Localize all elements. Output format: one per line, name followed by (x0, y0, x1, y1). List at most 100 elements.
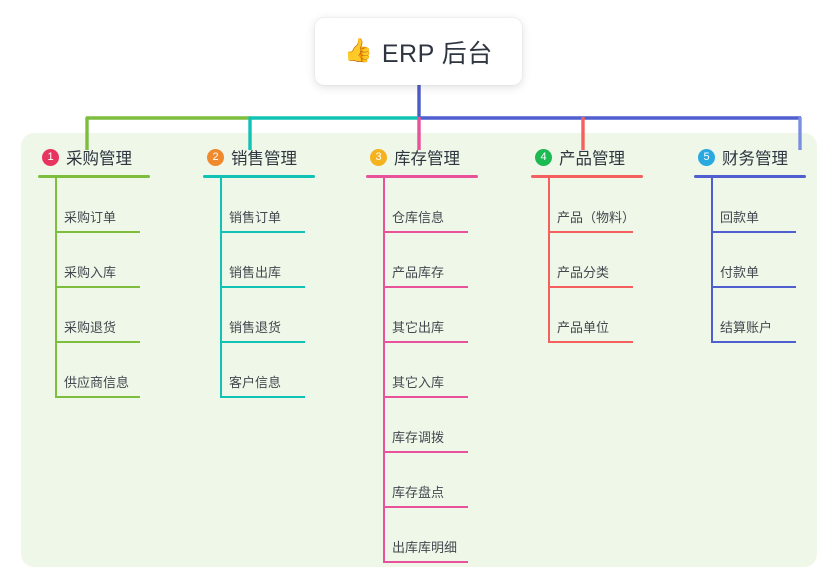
branch-item[interactable]: 产品单位 (531, 288, 643, 343)
branch-item-label: 销售出库 (229, 265, 282, 280)
branch-column-3: 3 库存管理仓库信息产品库存其它出库其它入库库存调拨库存盘点出库库明细 (366, 145, 478, 563)
branch-item[interactable]: 库存调拨 (366, 398, 478, 453)
branch-header-rule (38, 175, 150, 178)
branch-item-rule (55, 341, 140, 343)
branch-item[interactable]: 库存盘点 (366, 453, 478, 508)
branch-item-list: 回款单付款单结算账户 (694, 178, 806, 343)
root-node-card[interactable]: 👍 ERP 后台 (315, 18, 522, 85)
branch-item-label: 销售退货 (229, 320, 282, 335)
branch-header-rule (203, 175, 315, 178)
branch-item-rule (55, 231, 140, 233)
thumbs-up-icon: 👍 (344, 38, 373, 64)
branch-item-label: 供应商信息 (64, 375, 130, 390)
branch-item-label: 库存盘点 (392, 485, 445, 500)
branch-item-label: 采购订单 (64, 210, 117, 225)
branch-item[interactable]: 销售退货 (203, 288, 315, 343)
branch-number-badge: 4 (535, 148, 552, 166)
branch-item[interactable]: 采购入库 (38, 233, 150, 288)
branch-trunk-line (55, 178, 57, 398)
branch-title: 财务管理 (722, 150, 788, 168)
branch-item-list: 采购订单采购入库采购退货供应商信息 (38, 178, 150, 398)
branch-item-rule (383, 506, 468, 508)
branch-item-label: 产品（物料） (557, 210, 636, 225)
branch-number-badge: 1 (42, 148, 59, 166)
branch-header-rule (694, 175, 806, 178)
branch-header-3[interactable]: 3 库存管理 (366, 145, 478, 169)
branch-item-label: 出库库明细 (392, 540, 458, 555)
branch-number-badge: 3 (370, 148, 387, 166)
branch-item-rule (220, 396, 305, 398)
branch-item-rule (383, 286, 468, 288)
branch-trunk-line (711, 178, 713, 343)
branch-item[interactable]: 付款单 (694, 233, 806, 288)
branch-item-label: 其它入库 (392, 375, 445, 390)
branch-item[interactable]: 销售订单 (203, 178, 315, 233)
branch-item[interactable]: 客户信息 (203, 343, 315, 398)
branch-trunk-line (548, 178, 550, 343)
branch-item-label: 客户信息 (229, 375, 282, 390)
branch-item[interactable]: 供应商信息 (38, 343, 150, 398)
branch-item-label: 回款单 (720, 210, 760, 225)
branch-column-2: 2 销售管理销售订单销售出库销售退货客户信息 (203, 145, 315, 398)
branch-item[interactable]: 产品（物料） (531, 178, 643, 233)
branch-item-rule (383, 231, 468, 233)
branch-item-rule (711, 341, 796, 343)
branch-item-label: 结算账户 (720, 320, 773, 335)
branch-header-rule (531, 175, 643, 178)
branch-item-rule (548, 231, 633, 233)
branch-item-rule (55, 286, 140, 288)
branch-header-5[interactable]: 5 财务管理 (694, 145, 806, 169)
branch-item-label: 产品单位 (557, 320, 610, 335)
branch-column-4: 4 产品管理产品（物料） 产品分类产品单位 (531, 145, 643, 343)
branch-item[interactable]: 出库库明细 (366, 508, 478, 563)
branch-item-list: 产品（物料） 产品分类产品单位 (531, 178, 643, 343)
branch-item[interactable]: 销售出库 (203, 233, 315, 288)
branch-item-rule (383, 341, 468, 343)
branch-item-rule (220, 286, 305, 288)
branch-item[interactable]: 其它出库 (366, 288, 478, 343)
branch-item-label: 采购入库 (64, 265, 117, 280)
branch-number-badge: 5 (698, 148, 715, 166)
branch-header-rule (366, 175, 478, 178)
branch-item-rule (383, 561, 468, 563)
branch-item-label: 销售订单 (229, 210, 282, 225)
branch-item[interactable]: 产品分类 (531, 233, 643, 288)
root-node-title: ERP 后台 (381, 39, 493, 68)
branch-title: 库存管理 (394, 150, 460, 168)
branch-item-rule (548, 286, 633, 288)
branch-item-rule (711, 286, 796, 288)
branch-item-label: 产品分类 (557, 265, 610, 280)
branch-number-badge: 2 (207, 148, 224, 166)
branch-item-rule (383, 396, 468, 398)
branch-item[interactable]: 采购退货 (38, 288, 150, 343)
branch-header-2[interactable]: 2 销售管理 (203, 145, 315, 169)
branch-column-5: 5 财务管理回款单付款单结算账户 (694, 145, 806, 343)
branch-item[interactable]: 采购订单 (38, 178, 150, 233)
branch-trunk-line (383, 178, 385, 563)
branch-item-rule (55, 396, 140, 398)
branch-item-rule (220, 341, 305, 343)
branch-item-rule (711, 231, 796, 233)
branch-item-list: 仓库信息产品库存其它出库其它入库库存调拨库存盘点出库库明细 (366, 178, 478, 563)
branch-item-label: 产品库存 (392, 265, 445, 280)
branch-item[interactable]: 回款单 (694, 178, 806, 233)
branch-item-label: 采购退货 (64, 320, 117, 335)
branch-title: 销售管理 (231, 150, 297, 168)
branch-item-list: 销售订单销售出库销售退货客户信息 (203, 178, 315, 398)
branch-item[interactable]: 仓库信息 (366, 178, 478, 233)
branch-trunk-line (220, 178, 222, 398)
root-node-content: 👍 ERP 后台 (344, 34, 493, 70)
branches-panel (21, 133, 817, 567)
branch-title: 产品管理 (559, 150, 625, 168)
branch-item-label: 库存调拨 (392, 430, 445, 445)
branch-item-label: 付款单 (720, 265, 760, 280)
branch-item-label: 其它出库 (392, 320, 445, 335)
branch-item[interactable]: 产品库存 (366, 233, 478, 288)
branch-item[interactable]: 其它入库 (366, 343, 478, 398)
branch-item[interactable]: 结算账户 (694, 288, 806, 343)
branch-item-rule (383, 451, 468, 453)
branch-header-4[interactable]: 4 产品管理 (531, 145, 643, 169)
